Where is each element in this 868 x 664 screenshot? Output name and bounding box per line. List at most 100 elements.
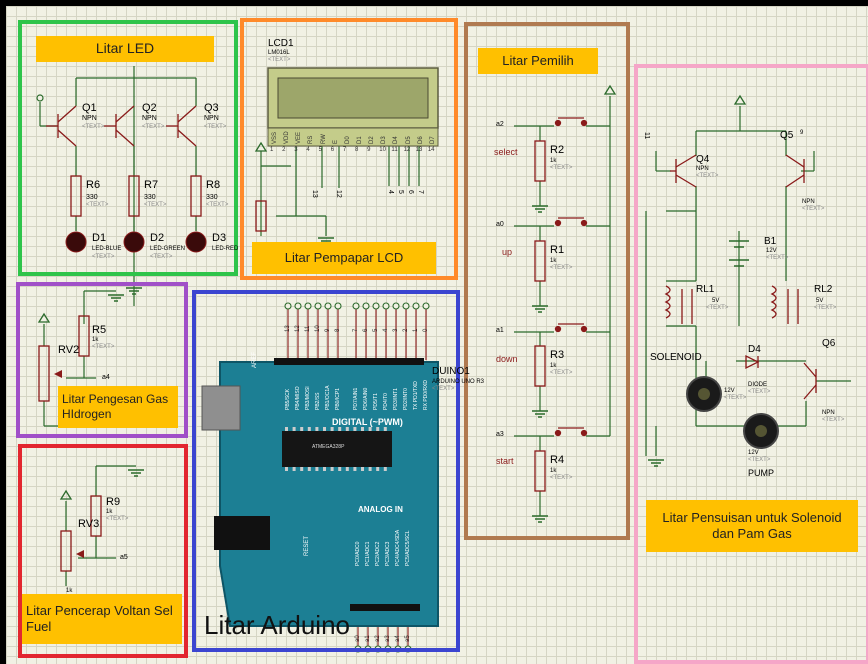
led-circuit-drawing [36,66,197,306]
microcontroller-chip [282,431,392,467]
digital-pin-number-13: 13 [285,325,291,332]
r2-value: 1k [550,158,557,164]
transistor-q5-symbol [785,154,805,188]
lcd-ref: LCD1 [268,38,294,49]
q6-text: <TEXT> [822,417,845,423]
rl2-text: <TEXT> [814,305,837,311]
lcd-pin-d6: D6 [417,136,424,144]
rl1-label: RL1 [696,284,715,295]
lcd-circuit-drawing [260,146,420,236]
b1-label: B1 [764,236,777,247]
solenoid-text: <TEXT> [724,395,747,401]
r7-value: 330 [144,194,156,201]
digital-pin-name-3: PD3/INT1 [393,388,399,410]
lcd-pin-d7: D7 [429,136,436,144]
r7-label: R7 [144,179,159,191]
digital-pin-number-1: 1 [413,328,419,332]
r3-label: R3 [550,349,565,361]
switching-circuit-label: Litar Pensuisan untuk Solenoid dan Pam G… [646,500,858,552]
switching-circuit-group [634,64,868,664]
q2-label: Q2 [142,102,157,114]
digital-pin-terminal-6 [362,302,370,310]
q5-type: NPN [802,199,815,205]
digital-pin-terminal-12 [294,302,302,310]
solenoid-core [698,388,710,400]
rv2-wiper [54,370,62,378]
resistor-r8-symbol [190,175,202,217]
q4-text: <TEXT> [696,173,719,179]
d2-text: <TEXT> [150,254,173,260]
d2-part: LED-GREEN [150,246,186,252]
lcd-pin-header [267,127,439,147]
d1-text: <TEXT> [92,254,115,260]
rv2-label: RV2 [58,344,80,356]
lcd-pin-number-7: 7 [342,147,347,153]
r3-text: <TEXT> [550,370,573,376]
lcd-text: <TEXT> [268,57,291,63]
r3-value: 1k [550,363,557,369]
digital-pin-name-0: RX PD0/RXD [423,379,429,410]
potentiometer-rv3-symbol [60,530,72,572]
solenoid-label: SOLENOID [650,352,702,363]
digital-pin-name-13: PB5/SCK [285,388,291,410]
digital-pin-name-9: PB1/OC1A [325,385,331,410]
d1-label: D1 [92,232,107,244]
schematic-drawing [36,66,851,653]
digital-pin-terminal-8 [334,302,342,310]
arduino-ref: DUINO1 [432,366,470,377]
down-button-label: down [496,354,518,364]
power-jack [214,516,270,550]
transistor-q2-symbol [104,105,135,147]
lcd-pin-number-2: 2 [282,147,286,153]
resistor-r4-symbol [534,450,546,492]
d1-part: LED-BLUE [92,246,122,252]
lcd-pin-d1: D1 [357,136,363,144]
b1-value: 12V [766,248,777,254]
d3-label: D3 [212,232,227,244]
lcd-port-6: 6 [407,190,414,194]
d4-label: D4 [748,344,761,355]
lcd-part: LM016L [268,50,290,56]
digital-pin-name-12: PB4/MISO [295,386,301,410]
r8-text: <TEXT> [206,202,229,208]
lcd-circuit-label: Litar Pempapar LCD [252,242,436,274]
digital-pin-terminal-13 [284,302,292,310]
r8-value: 330 [206,194,218,201]
r4-text: <TEXT> [550,475,573,481]
digital-pin-number-11: 11 [305,325,311,332]
lcd-port-13: 13 [311,190,318,198]
lcd-pin-number-10: 10 [379,147,386,153]
led-d2-symbol [123,231,145,253]
battery-b1-symbol [729,240,749,267]
rv3-wiper [76,550,84,558]
solenoid-value: 12V [724,388,735,394]
rv3-label: RV3 [78,518,100,530]
detector-circuit-label: Litar Pengesan Gas HIdrogen [58,386,178,428]
q1-text: <TEXT> [82,124,105,130]
digital-pin-number-12: 12 [295,325,301,332]
schematic-canvas[interactable]: Q1 NPN <TEXT> Q2 NPN <TEXT> Q3 NPN <TEXT… [6,6,868,664]
arduino-circuit-label: Litar Arduino [204,610,350,640]
port-a1-label: a1 [496,327,504,334]
digital-pin-terminal-0 [422,302,430,310]
digital-pin-name-8: PB0/ICP1 [335,388,341,410]
lcd-pin-e: E [332,139,339,144]
button-down-symbol [554,323,588,333]
analog-pin-name-0: PC0/ADC0 [355,541,361,566]
lcd-pin-d3: D3 [381,136,388,144]
voltage-sense-drawing [65,465,136,586]
q6-type: NPN [822,410,835,416]
q5-label: Q5 [780,130,794,141]
q4-type: NPN [696,166,709,172]
resistor-r3-symbol [534,345,546,387]
rl1-value: 5V [712,298,720,304]
analog-pin-name-2: PC2/ADC2 [375,541,381,566]
led-circuit-group [18,20,238,276]
b1-text: <TEXT> [766,255,789,261]
r1-text: <TEXT> [550,265,573,271]
port-a5-label: a5 [120,554,128,561]
analog-port-a2: a2 [375,635,381,642]
digital-label: DIGITAL (~PWM) [332,417,403,427]
